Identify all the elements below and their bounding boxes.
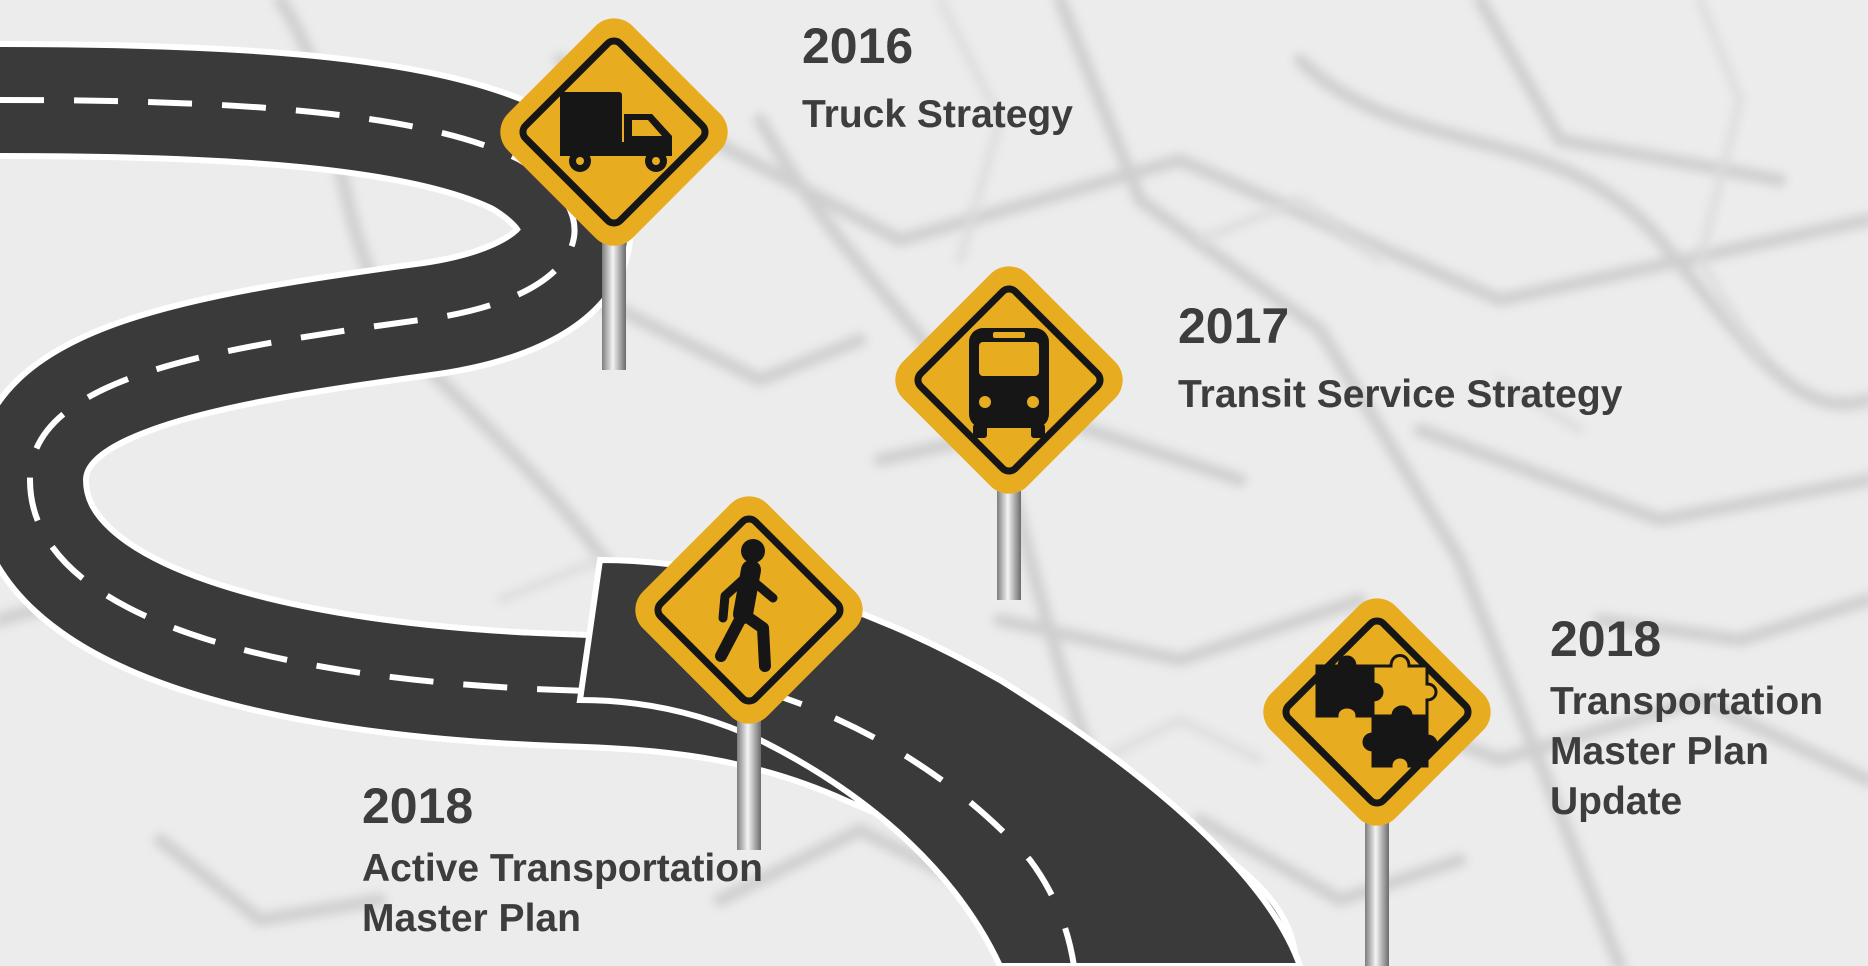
milestone-title-line-1: Transportation (1550, 680, 1824, 723)
milestone-title-line-2: Master Plan (362, 897, 581, 940)
truck-sign (490, 8, 739, 257)
milestone-title: Truck Strategy (802, 93, 1073, 136)
truck-icon (560, 92, 672, 172)
puzzle-icon (1315, 654, 1438, 768)
puzzle-sign (1253, 588, 1502, 837)
milestone-title-line-3: Update (1550, 780, 1683, 823)
milestone-year: 2016 (802, 18, 914, 74)
pedestrian-icon (715, 539, 778, 672)
milestone-title-line-1: Active Transportation (362, 847, 763, 890)
milestone-year: 2017 (1178, 298, 1290, 354)
milestone-title-line-2: Master Plan (1550, 730, 1769, 773)
milestone-truck-strategy: 2016 Truck Strategy (802, 18, 1073, 140)
map-background-light (496, 0, 1764, 764)
milestone-year: 2018 (1550, 611, 1662, 667)
pedestrian-sign (625, 486, 874, 735)
milestone-active-transportation-master-plan: 2018 Active Transportation Master Plan (362, 778, 763, 944)
milestone-title: Transit Service Strategy (1178, 373, 1623, 416)
bus-icon (969, 328, 1049, 438)
bus-sign (885, 256, 1134, 505)
milestone-transit-service-strategy: 2017 Transit Service Strategy (1178, 298, 1622, 420)
milestone-year: 2018 (362, 778, 474, 834)
milestone-transportation-master-plan-update: 2018 Transportation Master Plan Update (1550, 611, 1823, 827)
sign-poles (602, 240, 1389, 966)
